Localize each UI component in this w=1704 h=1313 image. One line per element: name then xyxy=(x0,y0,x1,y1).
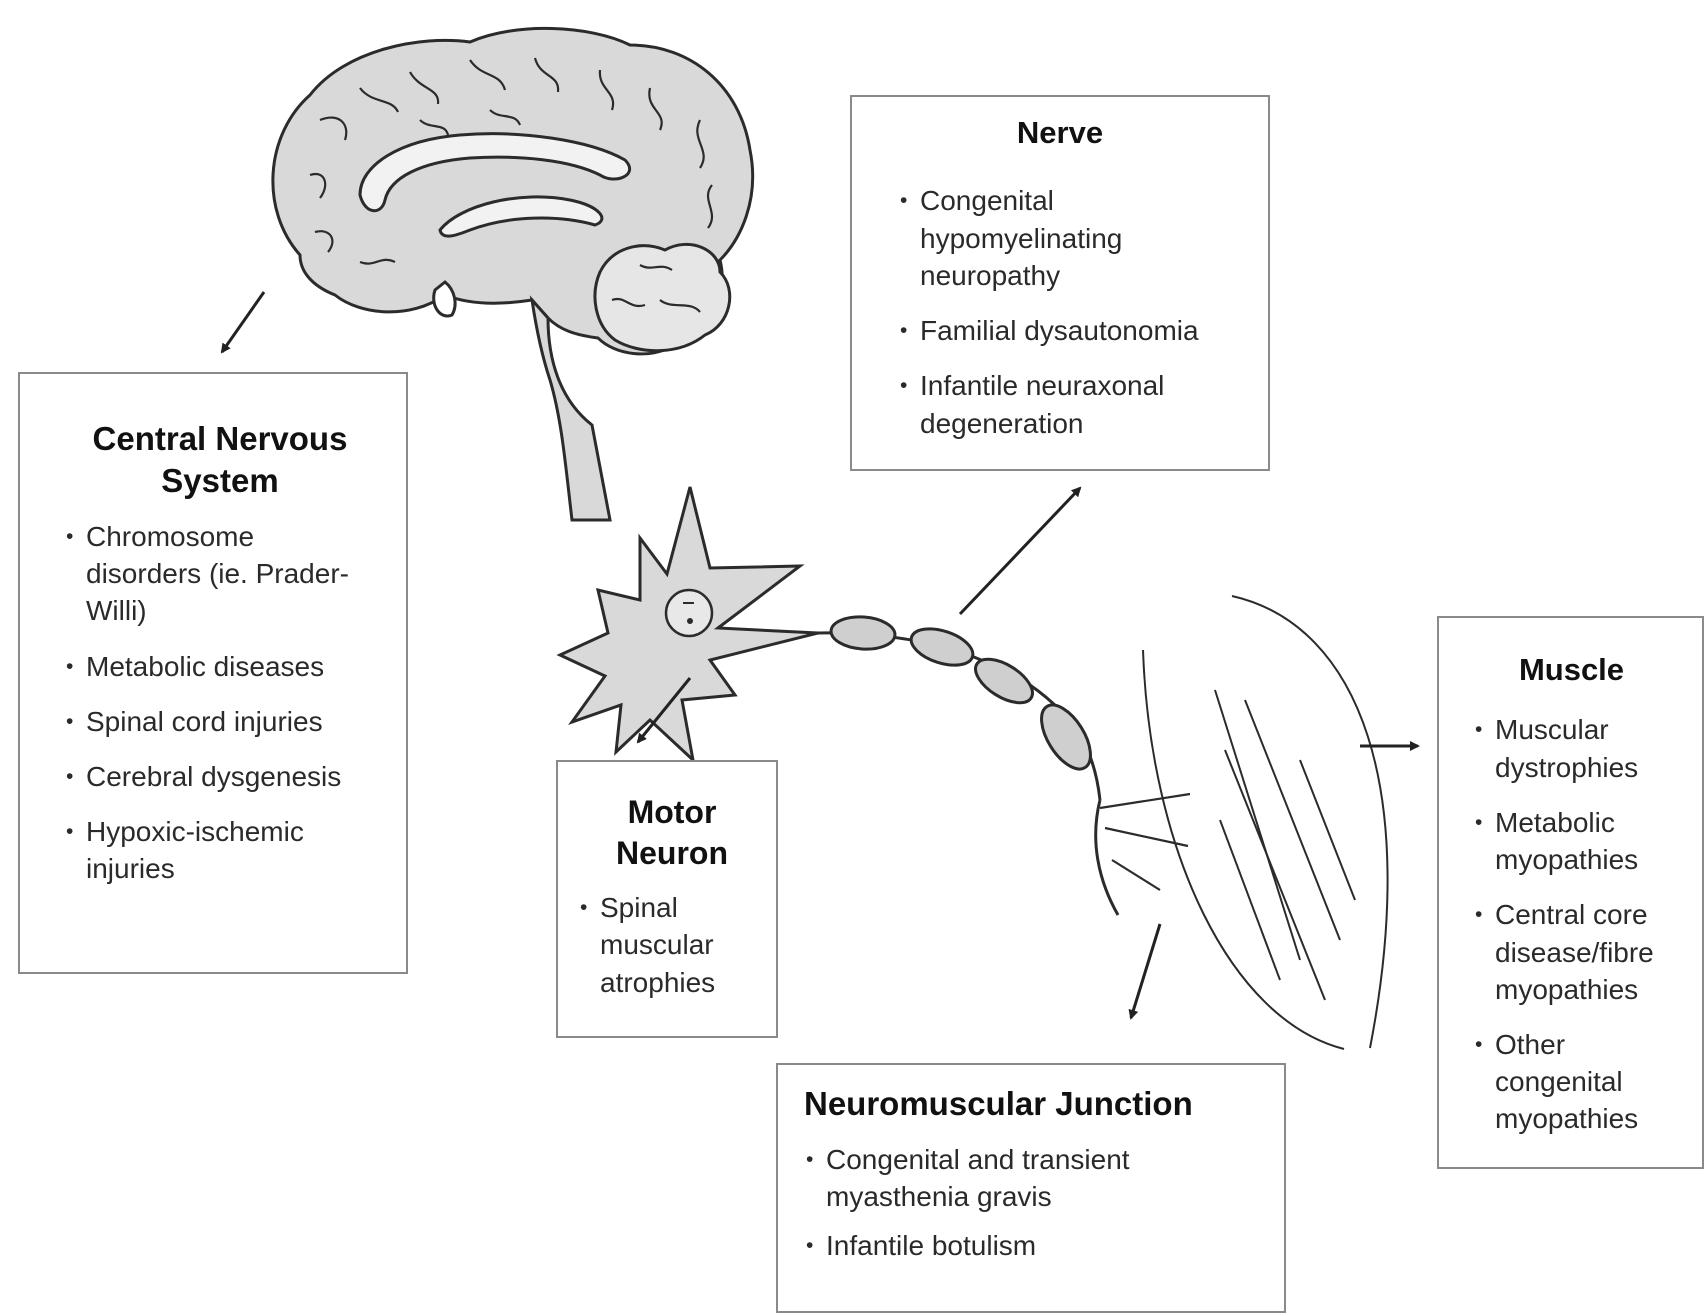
motor-neuron-title: Motor Neuron xyxy=(578,792,766,873)
nerve-item: Infantile neuraxonal degeneration xyxy=(898,367,1248,441)
arrow-to-nerve xyxy=(960,488,1080,614)
axon-illustration xyxy=(818,615,1190,915)
cns-box: Central Nervous System Chromosome disord… xyxy=(18,372,408,974)
neuromuscular-junction-title: Neuromuscular Junction xyxy=(804,1083,1274,1125)
neuromuscular-junction-item: Congenital and transient myasthenia grav… xyxy=(804,1141,1274,1215)
cns-item: Spinal cord injuries xyxy=(64,703,376,740)
cns-item: Chromosome disorders (ie. Prader-Willi) xyxy=(64,518,376,630)
neuromuscular-junction-item: Infantile botulism xyxy=(804,1227,1274,1264)
muscle-item: Metabolic myopathies xyxy=(1473,804,1694,878)
cns-item: Cerebral dysgenesis xyxy=(64,758,376,795)
nerve-item: Congenital hypomyelinating neuropathy xyxy=(898,182,1248,294)
muscle-list: Muscular dystrophies Metabolic myopathie… xyxy=(1473,711,1694,1137)
cns-list: Chromosome disorders (ie. Prader-Willi) … xyxy=(64,518,376,888)
muscle-box: Muscle Muscular dystrophies Metabolic my… xyxy=(1437,616,1704,1169)
muscle-item: Muscular dystrophies xyxy=(1473,711,1694,785)
motor-neuron-illustration xyxy=(560,487,818,760)
motor-neuron-box: Motor Neuron Spinal muscular atrophies xyxy=(556,760,778,1038)
nerve-list: Congenital hypomyelinating neuropathy Fa… xyxy=(898,182,1248,441)
muscle-item: Other congenital myopathies xyxy=(1473,1026,1694,1138)
nerve-item: Familial dysautonomia xyxy=(898,312,1248,349)
neuromuscular-junction-box: Neuromuscular Junction Congenital and tr… xyxy=(776,1063,1286,1313)
nerve-box: Nerve Congenital hypomyelinating neuropa… xyxy=(850,95,1270,471)
motor-neuron-list: Spinal muscular atrophies xyxy=(578,889,766,1001)
muscle-fiber-illustration xyxy=(1143,596,1388,1049)
motor-neuron-item: Spinal muscular atrophies xyxy=(578,889,766,1001)
arrow-to-nmj xyxy=(1131,924,1160,1018)
cns-item: Hypoxic-ischemic injuries xyxy=(64,813,376,887)
cns-title: Central Nervous System xyxy=(64,418,376,502)
muscle-item: Central core disease/fibre myopathies xyxy=(1473,896,1694,1008)
cns-item: Metabolic diseases xyxy=(64,648,376,685)
neuromuscular-junction-list: Congenital and transient myasthenia grav… xyxy=(804,1141,1274,1265)
nerve-title: Nerve xyxy=(898,113,1248,152)
muscle-title: Muscle xyxy=(1473,650,1694,689)
arrow-to-cns xyxy=(222,292,264,352)
